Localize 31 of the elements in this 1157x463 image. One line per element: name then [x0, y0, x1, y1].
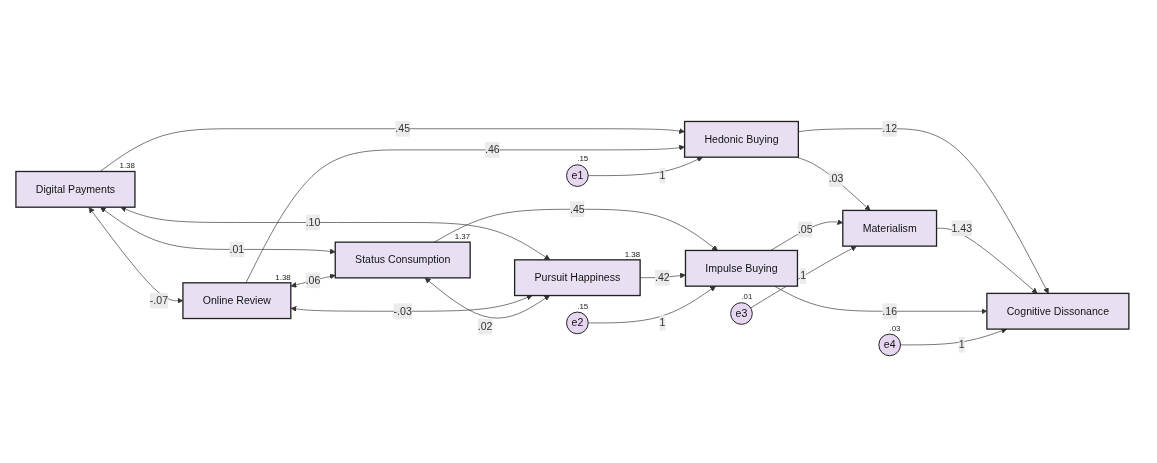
node-box: Online Review [181, 281, 291, 319]
edge-label: 1 [958, 338, 965, 351]
edge-label: .01 [229, 243, 244, 255]
edge-label: .10 [305, 216, 320, 228]
node-box: Materialism [841, 209, 937, 247]
edge-label: .02 [477, 320, 492, 332]
node-box: Digital Payments [14, 170, 136, 208]
node-circle: e2 [565, 311, 589, 335]
node-box: Pursuit Happiness [513, 259, 641, 297]
edge-label: 1 [658, 169, 665, 181]
node-circle: e1 [565, 164, 589, 187]
edge-label: .06 [305, 274, 320, 286]
edge-label: .16 [881, 305, 897, 317]
node-box: Cognitive Dissonance [985, 292, 1129, 330]
edge-label: .45 [569, 203, 585, 215]
edge-label: 1 [799, 269, 806, 282]
edge-label: .05 [797, 223, 813, 235]
edge-label: .46 [484, 143, 500, 156]
edge-label: .03 [828, 173, 843, 185]
edge-label: .12 [881, 122, 897, 134]
edge-label: 1 [658, 316, 665, 329]
edge-label: -.07 [149, 294, 168, 306]
edge-label: .42 [654, 271, 670, 283]
node-circle: e4 [877, 333, 901, 357]
edge-label: -.03 [393, 305, 412, 317]
node-circle: e3 [729, 302, 753, 325]
edge-label: .45 [394, 122, 410, 134]
node-box: Impulse Buying [684, 249, 798, 287]
node-box: Hedonic Buying [683, 120, 799, 158]
edge-label: 1.43 [950, 222, 972, 234]
node-box: Status Consumption [334, 241, 471, 279]
